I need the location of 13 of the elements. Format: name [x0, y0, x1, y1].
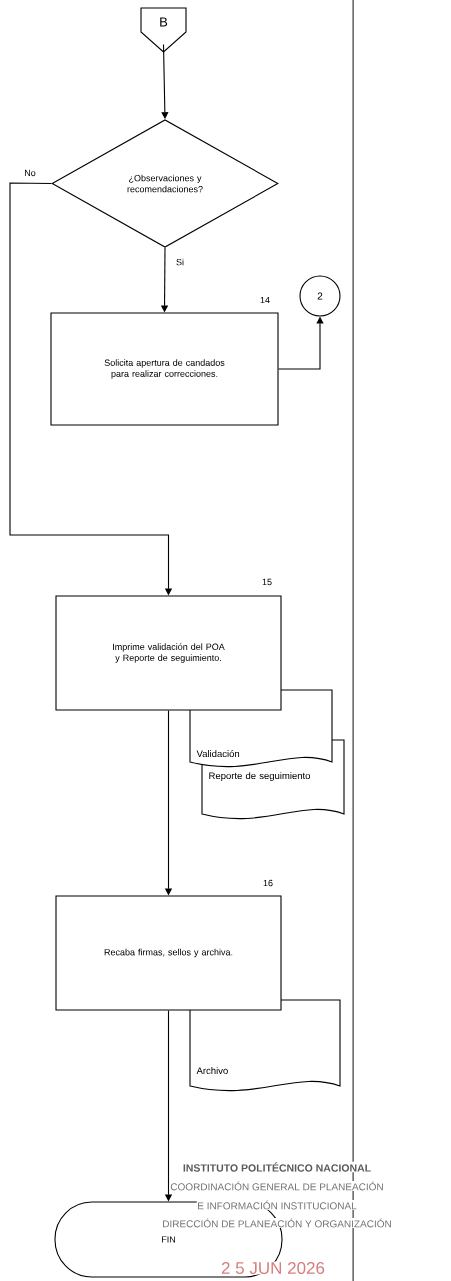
stamp-text: COORDINACIÓN GENERAL DE PLANEACIÓN	[169, 1181, 385, 1191]
process-box: Solicita apertura de candados para realizar correcciones.	[50, 312, 279, 426]
stamp-text: 2 5 JUN 2026	[220, 1261, 326, 1275]
stamp-text: DIRECCIÓN DE PLANEACIÓN Y ORGANIZACIÓN	[161, 1218, 393, 1228]
process-box: Recaba firmas, sellos y archiva.	[55, 895, 282, 1011]
edge-label: No	[23, 168, 37, 178]
step-number: 16	[263, 879, 273, 887]
step-number: 15	[262, 578, 272, 586]
offpage-connector: B	[140, 7, 187, 53]
stamp-text: INSTITUTO POLITÉCNICO NACIONAL	[182, 1161, 372, 1173]
edge-label: Si	[175, 257, 185, 267]
stamp-text: E INFORMACIÓN INSTITUCIONAL	[196, 1200, 358, 1210]
step-number: 14	[260, 296, 270, 304]
